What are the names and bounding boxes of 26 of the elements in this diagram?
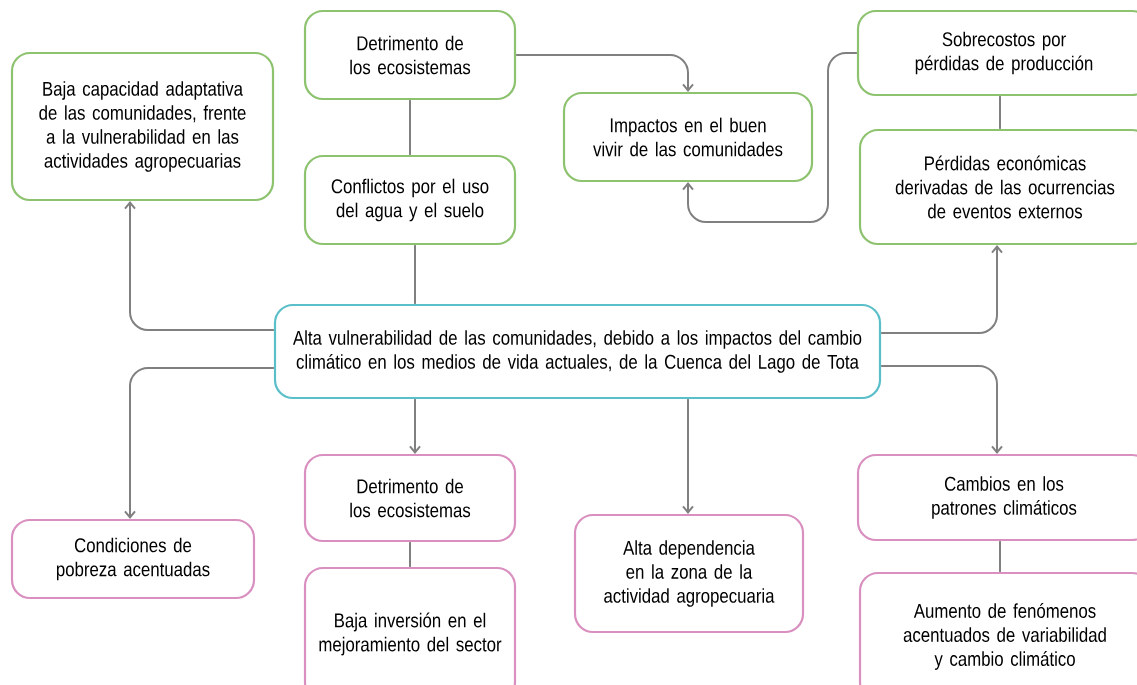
cause-box: Impactos en el buen vivir de las comunidades [562, 91, 814, 183]
cause-box: Conflictos por el uso del agua y el suelo [303, 154, 517, 246]
cause-box: Aumento de fenómenos acentuados de variabilidad y cambio climático [858, 571, 1137, 685]
cause-box: Detrimento de los ecosistemas [303, 453, 517, 543]
arrow [880, 365, 1003, 454]
arrow [515, 54, 694, 92]
arrow [880, 245, 1003, 334]
cause-box: Baja capacidad adaptativa de las comunidades, frente a la vulnerabilidad en las actividades agropecuarias [10, 51, 275, 202]
central-box: Alta vulnerabilidad de las comunidades, debido a los impactos del cambio climático en los medios de vida actuales, de la Cuenca del Lago de Tota [273, 303, 882, 400]
connector-line [414, 244, 416, 305]
cause-box: Alta dependencia en la zona de la actividad agropecuaria [573, 513, 805, 634]
connector-line [999, 540, 1001, 573]
arrow [124, 367, 275, 519]
cause-box: Detrimento de los ecosistemas [303, 9, 517, 101]
cause-box: Condiciones de pobreza acentuadas [10, 518, 256, 600]
cause-box: Baja inversión en el mejoramiento del sector [303, 566, 517, 685]
connector-line [409, 541, 411, 568]
arrow [682, 398, 694, 514]
cause-box: Sobrecostos por pérdidas de producción [856, 9, 1137, 97]
connector-line [409, 99, 411, 156]
arrow [409, 398, 421, 454]
connector-line [999, 95, 1001, 130]
cause-box: Cambios en los patrones climáticos [856, 453, 1137, 542]
cause-box: Pérdidas económicas derivadas de las ocurrencias de eventos externos [858, 128, 1137, 246]
arrow [124, 201, 275, 331]
arrow [682, 52, 858, 223]
